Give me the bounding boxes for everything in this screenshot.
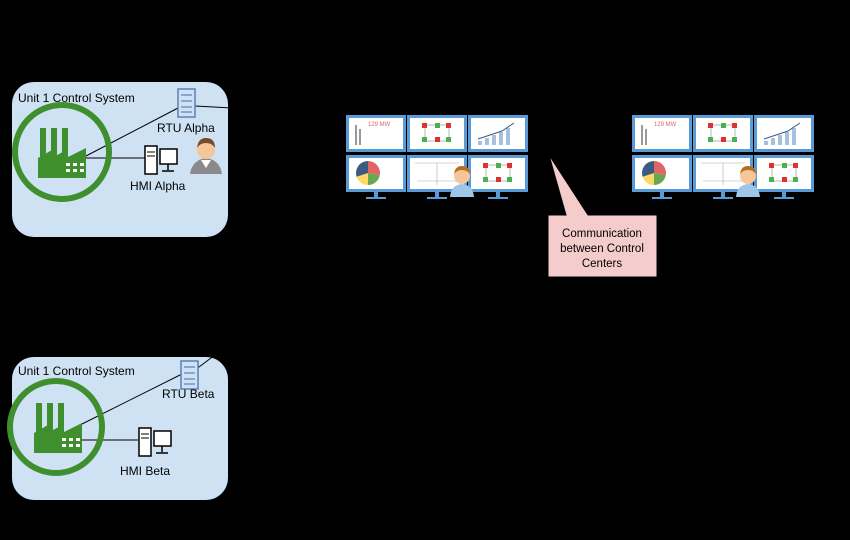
power-readout: 129 MW	[654, 122, 677, 128]
breaker-open	[732, 123, 737, 128]
breaker-open	[446, 123, 451, 128]
breaker-open	[769, 163, 774, 168]
monitor-screen	[757, 158, 811, 189]
breaker-closed	[483, 177, 488, 182]
pie-slice	[654, 173, 666, 185]
trend-bar	[506, 128, 510, 145]
breaker-open	[496, 177, 501, 182]
desktop-computer-icon	[144, 145, 178, 175]
pie-slice	[356, 173, 368, 185]
trend-bar	[478, 141, 482, 145]
trend-bar	[771, 138, 775, 145]
monitor-base	[652, 197, 672, 199]
factory-icon	[12, 102, 112, 202]
breaker-closed	[446, 137, 451, 142]
monitor-stand	[660, 192, 664, 197]
callout-box	[547, 154, 658, 278]
breaker-closed	[422, 137, 427, 142]
callout-line-2: between Control	[560, 243, 644, 255]
operator-hair	[740, 166, 756, 174]
monitor-base	[774, 197, 794, 199]
operator-head	[454, 168, 470, 184]
operator-person-icon	[450, 184, 474, 197]
breaker-open	[435, 137, 440, 142]
pie-slice	[368, 161, 380, 176]
trend-bar	[499, 132, 503, 145]
monitor-base	[488, 197, 508, 199]
monitor-stand	[721, 192, 725, 197]
control-center-1: 129 MW	[344, 113, 530, 199]
server-rack-icon	[180, 360, 199, 390]
monitor-base	[427, 197, 447, 199]
monitor-base	[713, 197, 733, 199]
monitor-base	[366, 197, 386, 199]
operator-hair	[454, 166, 470, 174]
breaker-open	[721, 137, 726, 142]
trend-bar	[492, 135, 496, 145]
monitor-stand	[435, 192, 439, 197]
breaker-open	[708, 123, 713, 128]
monitor-stand	[374, 192, 378, 197]
unit-title-alpha: Unit 1 Control System	[18, 91, 135, 105]
hmi-alpha-label: HMI Alpha	[130, 179, 186, 193]
breaker-closed	[793, 177, 798, 182]
monitor-stand	[782, 192, 786, 197]
pie-slice	[355, 161, 368, 177]
breaker-open	[507, 163, 512, 168]
hmi-beta-label: HMI Beta	[120, 464, 171, 478]
operator-head	[740, 168, 756, 184]
trend-bar	[785, 132, 789, 145]
desktop-computer-icon	[138, 427, 172, 457]
trend-bar	[485, 138, 489, 145]
breaker-closed	[732, 137, 737, 142]
monitor-screen	[471, 158, 525, 189]
breaker-closed	[435, 123, 440, 128]
breaker-closed	[708, 137, 713, 142]
pie-slice	[654, 161, 666, 176]
monitor-screen	[696, 118, 750, 149]
breaker-closed	[769, 177, 774, 182]
trend-line	[763, 122, 801, 140]
monitor-screen	[635, 118, 689, 149]
breaker-closed	[496, 163, 501, 168]
factory-icon	[7, 378, 105, 476]
trend-line	[477, 122, 515, 140]
breaker-open	[782, 177, 787, 182]
rtu-alpha-label: RTU Alpha	[157, 121, 215, 135]
rtu-beta-label: RTU Beta	[162, 387, 215, 401]
trend-bar	[792, 128, 796, 145]
trend-bar	[778, 135, 782, 145]
operator-person-icon	[736, 184, 760, 197]
pie-slice	[642, 161, 654, 177]
callout-text: Communication between Control Centers	[548, 227, 656, 272]
breaker-closed	[782, 163, 787, 168]
callout-line-3: Centers	[581, 258, 623, 270]
trend-bar	[764, 141, 768, 145]
monitor-screen	[349, 118, 403, 149]
unit-title-beta: Unit 1 Control System	[18, 364, 135, 378]
control-center-2: 129 MW	[630, 113, 816, 199]
server-rack-icon	[177, 88, 196, 118]
breaker-open	[422, 123, 427, 128]
pie-slice	[368, 173, 380, 185]
breaker-open	[483, 163, 488, 168]
breaker-open	[793, 163, 798, 168]
monitor-stand	[496, 192, 500, 197]
callout-line-1: Communication	[562, 228, 642, 240]
pie-slice	[642, 173, 654, 185]
breaker-closed	[507, 177, 512, 182]
breaker-closed	[721, 123, 726, 128]
power-readout: 129 MW	[368, 122, 391, 128]
monitor-screen	[410, 118, 464, 149]
operator-person-icon	[190, 138, 222, 174]
